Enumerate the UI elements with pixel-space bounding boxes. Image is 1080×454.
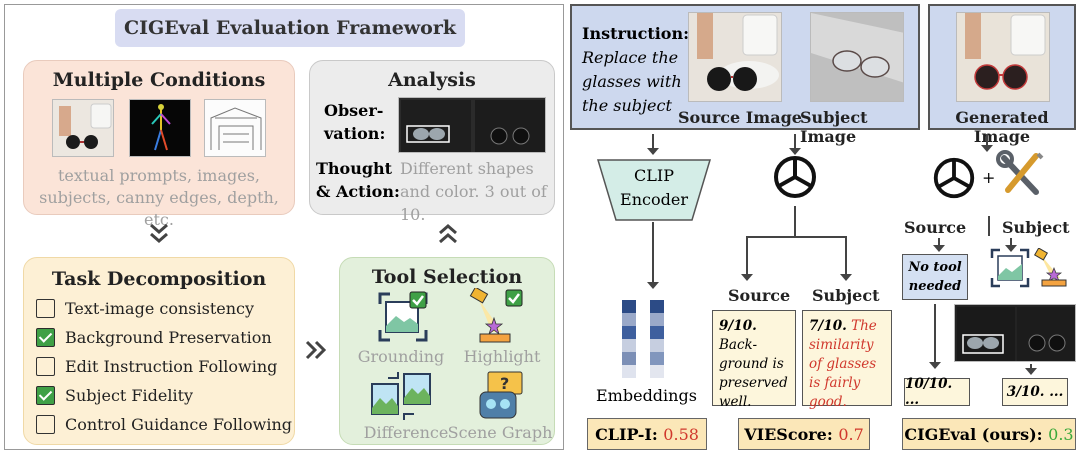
generated-image-box: Generated Image xyxy=(928,4,1076,146)
generated-image-label: Generated Image xyxy=(955,108,1049,146)
observation-label: Obser- vation: xyxy=(324,101,386,143)
tool-highlight-label: Highlight xyxy=(463,347,541,366)
tool-grounding-label: Grounding xyxy=(357,347,445,366)
chevron-right-icon xyxy=(303,339,331,365)
arrow-head-icon xyxy=(741,274,753,281)
clip-score-box: CLIP-I: 0.58 xyxy=(587,418,707,450)
task-item[interactable]: Control Guidance Following xyxy=(36,410,292,439)
wrench-screwdriver-icon xyxy=(996,150,1044,204)
checkbox-unchecked-icon[interactable] xyxy=(36,357,55,376)
embeddings-label: Embeddings xyxy=(596,386,697,405)
cigeval-source-label: Source xyxy=(904,218,967,237)
checkbox-unchecked-icon[interactable] xyxy=(36,299,55,318)
arrow-line xyxy=(794,134,796,154)
thought-action-label: Thought & Action: xyxy=(316,159,400,201)
task-item[interactable]: Background Preservation xyxy=(36,323,292,352)
arrow-line xyxy=(652,134,654,154)
multiple-conditions-title: Multiple Conditions xyxy=(52,69,266,91)
viescore-source-note: 9/10. Back-ground is preserved well. xyxy=(712,310,796,410)
source-image-label: Source Image xyxy=(678,108,802,127)
grounding-icon xyxy=(376,290,430,348)
divider-line xyxy=(988,216,990,236)
viescore-subject-label: Subject xyxy=(812,286,880,305)
chevron-up-icon xyxy=(437,221,459,251)
arrow-head-icon xyxy=(789,148,801,155)
framework-title: CIGEval Evaluation Framework xyxy=(115,9,465,47)
cigeval-subject-label: Subject xyxy=(1002,218,1070,237)
task-decomposition-title: Task Decomposition xyxy=(51,268,267,290)
framework-panel: CIGEval Evaluation Framework Multiple Co… xyxy=(4,4,564,450)
arrow-line xyxy=(934,304,936,364)
observation-image xyxy=(398,97,546,153)
arrow-line xyxy=(1030,364,1032,370)
analysis-title: Analysis xyxy=(388,69,476,91)
subject-image-label: Subject Image xyxy=(800,108,868,146)
chevron-down-icon xyxy=(148,221,170,251)
analysis-panel: Analysis Obser- vation: Thought & Action… xyxy=(309,60,555,224)
viescore-source-label: Source xyxy=(728,286,791,305)
arrow-head-icon xyxy=(647,282,659,289)
task-item[interactable]: Subject Fidelity xyxy=(36,381,292,410)
arrow-head-icon xyxy=(1025,368,1037,375)
multiple-conditions-panel: Multiple Conditions xyxy=(23,60,295,229)
openai-logo-icon xyxy=(930,154,978,206)
task-item[interactable]: Text-image consistency xyxy=(36,294,292,323)
source-image xyxy=(688,12,782,102)
clip-encoder-shape xyxy=(596,158,712,226)
condition-photo-thumbnail xyxy=(52,99,114,157)
subject-image xyxy=(810,12,904,102)
viescore-subject-note: 7/10. The similarity of glasses is fairl… xyxy=(802,310,892,410)
checkbox-unchecked-icon[interactable] xyxy=(36,415,55,434)
scene-graph-icon: ? xyxy=(474,370,528,426)
svg-text:?: ? xyxy=(500,374,509,393)
tree-line xyxy=(746,236,748,278)
tool-difference-label: Difference xyxy=(363,423,449,442)
condition-canny-thumbnail xyxy=(204,99,266,157)
no-tool-needed-box: No tool needed xyxy=(902,254,968,300)
cigeval-comparison-image xyxy=(954,304,1076,362)
instruction-label: Instruction: xyxy=(582,24,689,43)
thought-text: Different shapes and color. 3 out of 10. xyxy=(400,159,547,224)
tree-line xyxy=(746,236,846,238)
clip-encoder-label: CLIP Encoder xyxy=(620,166,688,209)
cigeval-source-result: 10/10. ... xyxy=(904,376,970,408)
cigeval-score-box: CIGEval (ours): 0.3 xyxy=(902,418,1076,450)
task-item[interactable]: Edit Instruction Following xyxy=(36,352,292,381)
generated-image xyxy=(956,12,1050,102)
instruction-box: Instruction: Replace the glasses with th… xyxy=(570,4,920,146)
arrow-line xyxy=(986,134,988,150)
conditions-caption: textual prompts, images, subjects, canny… xyxy=(39,166,279,229)
highlight-icon xyxy=(468,286,528,350)
tree-line xyxy=(794,206,796,236)
condition-pose-thumbnail xyxy=(129,99,191,157)
instruction-text: Replace the glasses with the subject xyxy=(582,48,682,115)
arrow-head-icon xyxy=(647,148,659,155)
arrow-head-icon xyxy=(929,362,941,369)
tool-selection-title: Tool Selection xyxy=(371,266,523,288)
arrow-head-icon xyxy=(840,274,852,281)
arrow-line xyxy=(1010,238,1012,248)
checkbox-checked-icon[interactable] xyxy=(36,386,55,405)
viescore-box: VIEScore: 0.7 xyxy=(738,418,870,450)
embeddings-icon xyxy=(622,300,672,382)
arrow-line xyxy=(938,238,940,248)
checkbox-checked-icon[interactable] xyxy=(36,328,55,347)
arrow-head-icon xyxy=(1005,245,1017,252)
task-checklist: Text-image consistency Background Preser… xyxy=(36,294,292,439)
tool-highlight-icon xyxy=(1033,247,1074,292)
difference-icon xyxy=(370,370,432,426)
task-decomposition-panel: Task Decomposition Text-image consistenc… xyxy=(23,257,295,445)
tool-grounding-icon xyxy=(990,248,1030,292)
tool-selection-panel: Tool Selection Grounding Highlight xyxy=(339,257,555,445)
arrow-head-icon xyxy=(933,245,945,252)
plus-symbol: + xyxy=(982,168,996,187)
tree-line xyxy=(845,236,847,278)
openai-logo-icon xyxy=(770,152,820,206)
cigeval-subject-result: 3/10. ... xyxy=(1002,378,1068,406)
tool-scene-graph-label: Scene Graph xyxy=(447,423,553,442)
arrow-head-icon xyxy=(981,145,993,152)
arrow-line xyxy=(652,222,654,286)
